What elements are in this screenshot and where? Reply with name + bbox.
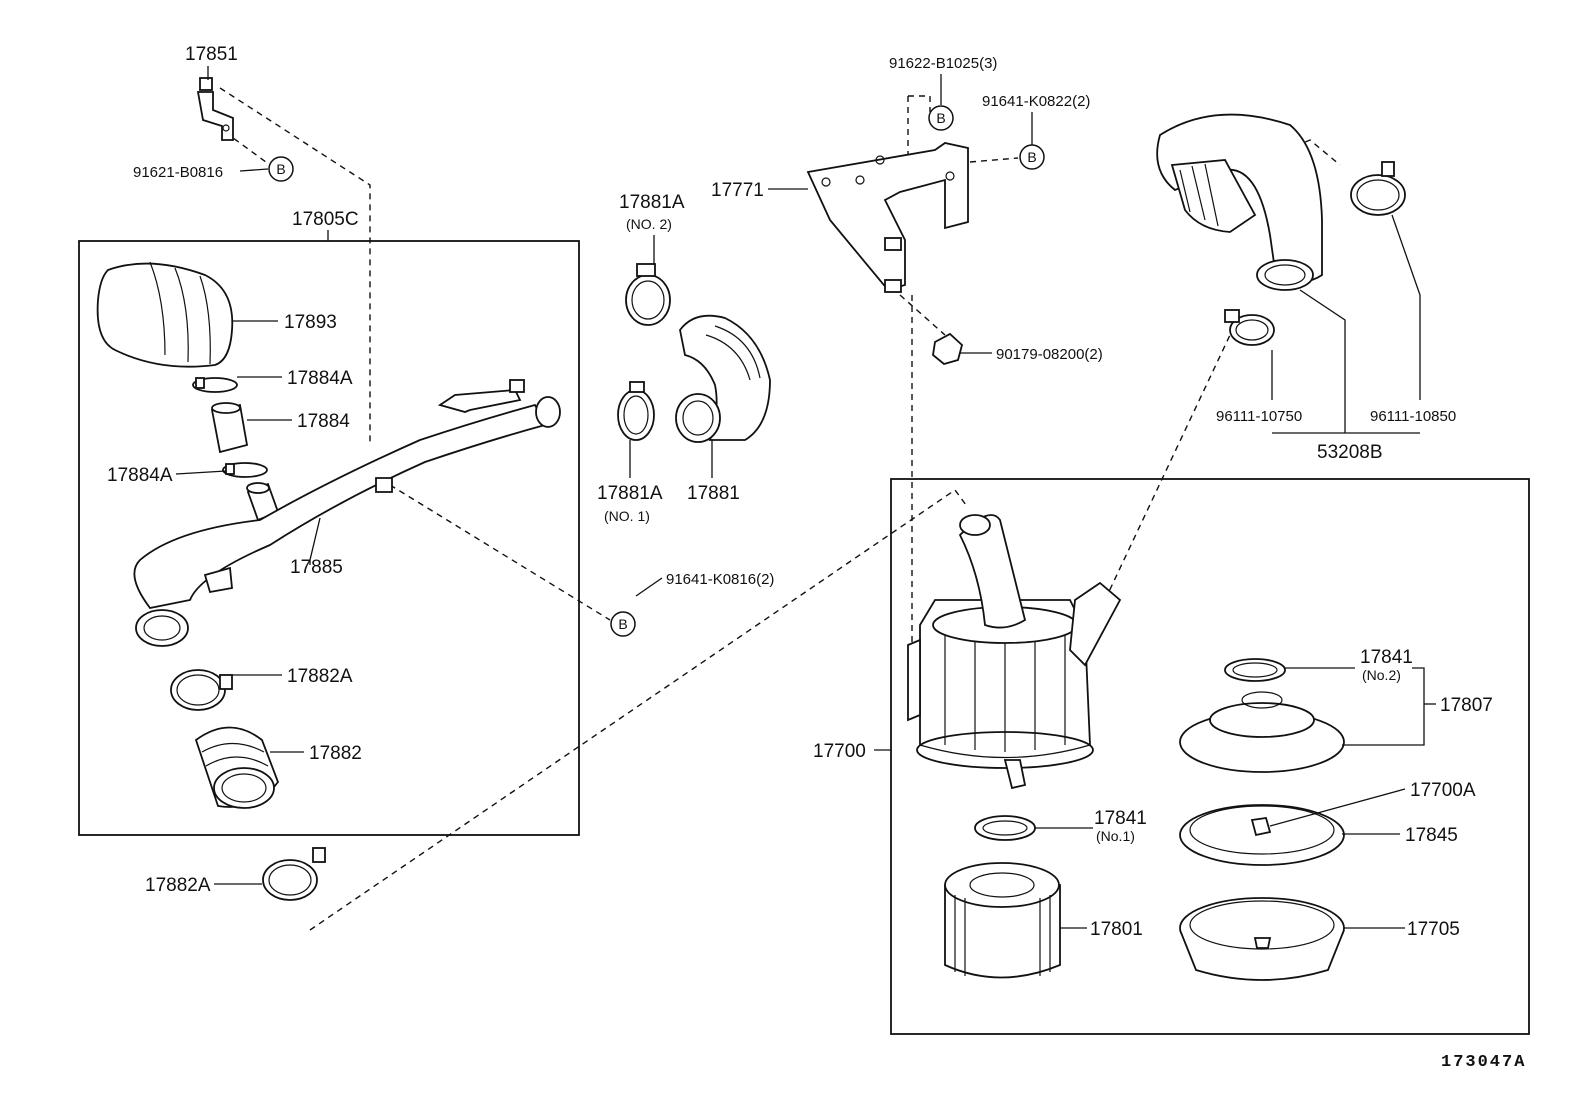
- ring-17845: [1179, 804, 1345, 866]
- label-17851: 17851: [185, 44, 238, 65]
- label-17881a-no2: 17881A: [619, 192, 685, 213]
- bowl-17705: [1179, 897, 1345, 981]
- label-17884: 17884: [297, 411, 350, 432]
- nut-90179: [932, 332, 964, 365]
- label-17700: 17700: [813, 741, 866, 762]
- bracket-17851: [196, 77, 234, 141]
- label-96111-10750: 96111-10750: [1216, 408, 1302, 425]
- label-17841-no2-sub: (No.2): [1362, 667, 1401, 683]
- label-17807: 17807: [1440, 695, 1493, 716]
- svg-text:B: B: [276, 161, 285, 177]
- label-91641-k0816: 91641-K0816(2): [666, 571, 774, 588]
- label-17841-no1-sub: (No.1): [1096, 828, 1135, 844]
- label-17882a-outside: 17882A: [145, 875, 211, 896]
- clamp-17884a-left: [222, 462, 268, 478]
- air-cleaner-housing-17700: [907, 514, 1122, 790]
- duct-53208b: [1156, 113, 1323, 291]
- pipe-17885: [133, 379, 561, 647]
- label-17893: 17893: [284, 312, 337, 333]
- clamp-17884a-top: [192, 377, 238, 393]
- label-17881: 17881: [687, 483, 740, 504]
- cover-17893: [96, 261, 234, 368]
- assembly-box-17700: [890, 478, 1530, 1035]
- clamp-17882a-outside: [262, 847, 326, 901]
- svg-text:B: B: [618, 616, 627, 632]
- label-17882: 17882: [309, 743, 362, 764]
- label-53208b: 53208B: [1317, 442, 1383, 463]
- label-17801: 17801: [1090, 919, 1143, 940]
- label-17771: 17771: [711, 180, 764, 201]
- label-17881a-no1: 17881A: [597, 483, 663, 504]
- label-17881a-no2-sub: (NO. 2): [626, 216, 672, 232]
- label-17882a-inside: 17882A: [287, 666, 353, 687]
- filter-element-17801: [944, 862, 1061, 979]
- label-90179-08200: 90179-08200(2): [996, 346, 1103, 363]
- gasket-17841-no1: [974, 815, 1036, 841]
- clamp-17881a-no1: [617, 381, 655, 441]
- label-17885: 17885: [290, 557, 343, 578]
- hose-17884: [210, 402, 249, 454]
- clamp-17882a-inside: [170, 669, 233, 711]
- marker-b-91641-k0816: B: [610, 611, 636, 637]
- leader-lines: [175, 66, 1436, 929]
- marker-b-91641-k0822: B: [1019, 144, 1045, 170]
- clamp-17881a-no2: [625, 263, 671, 326]
- label-91641-k0822: 91641-K0822(2): [982, 93, 1090, 110]
- label-17881a-no1-sub: (NO. 1): [604, 508, 650, 524]
- label-91622-b1025: 91622-B1025(3): [889, 55, 997, 72]
- label-17700a: 17700A: [1410, 780, 1476, 801]
- label-17841-no2: 17841: [1360, 647, 1413, 668]
- marker-b-91621: B: [268, 156, 294, 182]
- label-17805c: 17805C: [292, 209, 359, 230]
- assembly-box-17805c: [78, 240, 580, 836]
- lid-17807: [1179, 691, 1345, 773]
- label-17705: 17705: [1407, 919, 1460, 940]
- marker-b-91622: B: [928, 105, 954, 131]
- label-17841-no1: 17841: [1094, 808, 1147, 829]
- label-91621-b0816: 91621-B0816: [133, 164, 223, 181]
- clamp-96111-10750: [1224, 309, 1275, 346]
- hose-17882: [194, 726, 280, 809]
- diagram-reference-number: 173047A: [1441, 1053, 1526, 1072]
- svg-text:B: B: [936, 110, 945, 126]
- elbow-hose-17881: [675, 314, 771, 443]
- clamp-96111-10850: [1350, 161, 1406, 216]
- bracket-17771: [806, 142, 969, 293]
- label-17845: 17845: [1405, 825, 1458, 846]
- hose-17885-small-joint: [246, 482, 280, 522]
- label-96111-10850: 96111-10850: [1370, 408, 1456, 425]
- dashed-connection-lines: [219, 87, 1341, 931]
- label-17884a-left: 17884A: [107, 465, 173, 486]
- gasket-17841-no2: [1224, 658, 1286, 682]
- svg-text:B: B: [1027, 149, 1036, 165]
- label-17884a-top: 17884A: [287, 368, 353, 389]
